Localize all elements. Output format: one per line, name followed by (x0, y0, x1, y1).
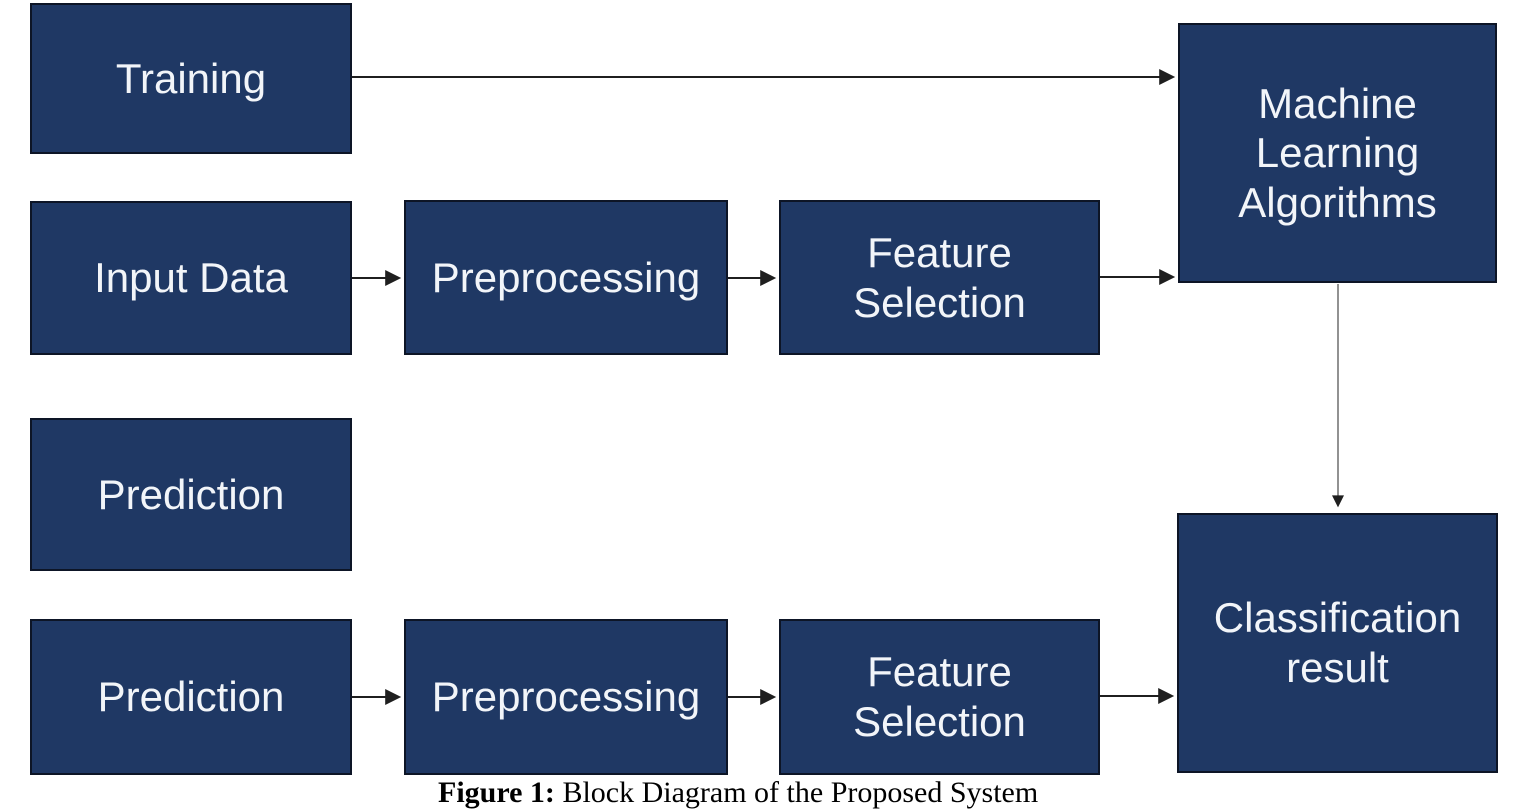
node-preprocessing-training: Preprocessing (404, 200, 728, 355)
figure-caption-text: Block Diagram of the Proposed System (554, 776, 1039, 809)
node-input-data: Input Data (30, 201, 352, 355)
node-preprocessing-prediction: Preprocessing (404, 619, 728, 775)
node-classification-result: Classification result (1177, 513, 1498, 773)
node-prediction-upper: Prediction (30, 418, 352, 571)
node-feature-selection-training: Feature Selection (779, 200, 1100, 355)
node-feature-selection-prediction: Feature Selection (779, 619, 1100, 775)
figure-caption: Figure 1: Block Diagram of the Proposed … (438, 776, 1038, 810)
node-machine-learning-algorithms: Machine Learning Algorithms (1178, 23, 1497, 283)
node-training: Training (30, 3, 352, 154)
node-prediction-lower: Prediction (30, 619, 352, 775)
figure-caption-label: Figure 1: (438, 776, 555, 809)
